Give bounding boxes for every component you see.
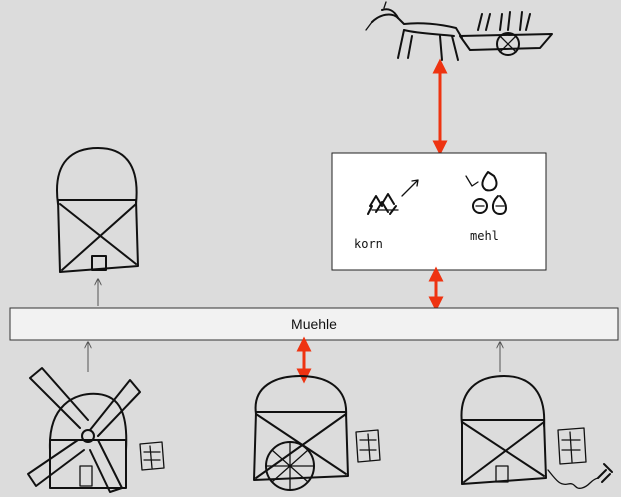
windmill-icon	[27, 367, 165, 493]
flour-label: mehl	[470, 229, 499, 243]
horse-cart-icon	[365, 1, 553, 61]
muehle-label: Muehle	[291, 316, 337, 332]
process-arrow	[401, 179, 419, 197]
storage-silo-icon	[56, 147, 139, 273]
cart-mill-icon	[253, 375, 381, 491]
grain-label: korn	[354, 237, 383, 251]
electric-mill-icon	[460, 375, 613, 489]
grain-icon	[367, 193, 399, 215]
document-icon	[139, 441, 165, 471]
document-icon	[355, 429, 381, 463]
muehle-bar: Muehle	[9, 307, 619, 341]
flour-sacks-icon	[465, 171, 507, 215]
product-panel: korn mehl	[331, 152, 547, 271]
document-icon	[557, 427, 587, 465]
